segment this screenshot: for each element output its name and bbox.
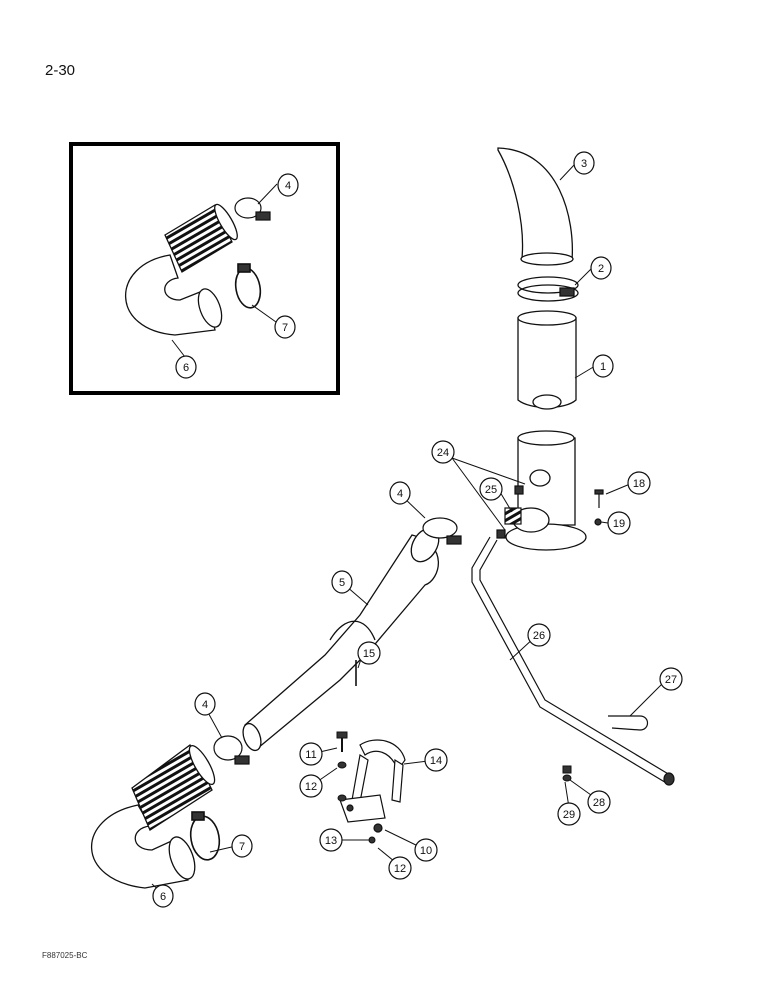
support-rod-26 [471, 536, 675, 786]
svg-text:6: 6 [183, 362, 189, 374]
callout-6-low: 6 [152, 884, 174, 908]
callout-26: 26 [527, 623, 551, 647]
screw-18-washer-19 [594, 489, 604, 526]
svg-text:5: 5 [339, 577, 345, 589]
figure-code: F887025-BC [42, 951, 88, 960]
clamp-2 [517, 276, 579, 302]
svg-text:14: 14 [430, 755, 442, 767]
clamp-4-mid [422, 517, 462, 545]
svg-text:4: 4 [202, 699, 208, 711]
callout-12-lower: 12 [388, 856, 412, 880]
svg-text:18: 18 [633, 478, 645, 490]
callout-10: 10 [414, 838, 438, 862]
inset-frame [69, 142, 340, 395]
callout-4-inset: 4 [277, 173, 299, 197]
svg-text:3: 3 [581, 158, 587, 170]
callout-12-upper: 12 [299, 774, 323, 798]
callout-14: 14 [424, 748, 448, 772]
callout-13: 13 [319, 828, 343, 852]
callout-6-inset: 6 [175, 355, 197, 379]
svg-text:10: 10 [420, 845, 432, 857]
nuts-28-29 [562, 765, 572, 782]
inset-clamp-4 [234, 197, 271, 221]
bracket-plate-10 [339, 794, 386, 833]
callout-18: 18 [627, 471, 651, 495]
svg-text:12: 12 [394, 863, 406, 875]
svg-text:24: 24 [437, 447, 449, 459]
page-number: 2-30 [45, 62, 76, 79]
svg-text:12: 12 [305, 781, 317, 793]
svg-text:4: 4 [285, 180, 291, 192]
callout-2: 2 [590, 256, 612, 280]
muffler-elbow [505, 430, 587, 551]
callout-7-inset: 7 [274, 315, 296, 339]
callout-4-mid: 4 [389, 481, 411, 505]
callout-15: 15 [357, 641, 381, 665]
svg-text:1: 1 [600, 361, 606, 373]
callout-29: 29 [557, 802, 581, 826]
callout-19: 19 [607, 511, 631, 535]
svg-text:25: 25 [485, 484, 497, 496]
svg-text:26: 26 [533, 630, 545, 642]
callout-28: 28 [587, 790, 611, 814]
inset-clamp-7 [234, 263, 262, 309]
inset-u-pipe [124, 203, 238, 336]
mounting-bracket-14 [351, 739, 406, 803]
leader-lines [151, 163, 664, 894]
exhaust-pipe-1 [517, 310, 577, 410]
callout-1: 1 [592, 354, 614, 378]
svg-text:27: 27 [665, 674, 677, 686]
bolts-24-25 [496, 485, 524, 539]
lower-u-pipe-6 [91, 744, 216, 889]
callout-7-low: 7 [231, 834, 253, 858]
svg-text:7: 7 [282, 322, 288, 334]
callout-4-low: 4 [194, 692, 216, 716]
callout-5: 5 [331, 570, 353, 594]
svg-text:15: 15 [363, 648, 375, 660]
svg-text:28: 28 [593, 797, 605, 809]
svg-text:13: 13 [325, 835, 337, 847]
svg-text:6: 6 [160, 891, 166, 903]
clamp-7-low [189, 811, 221, 861]
exhaust-pipe-5 [242, 527, 440, 752]
svg-text:2: 2 [598, 263, 604, 275]
svg-text:29: 29 [563, 809, 575, 821]
callout-11: 11 [299, 742, 323, 766]
u-bolt-27 [608, 715, 649, 731]
svg-text:4: 4 [397, 488, 403, 500]
svg-text:19: 19 [613, 518, 625, 530]
svg-text:7: 7 [239, 841, 245, 853]
callout-25: 25 [479, 477, 503, 501]
callout-24: 24 [431, 440, 455, 464]
clamp-4-low [213, 735, 250, 765]
callout-27: 27 [659, 667, 683, 691]
rain-cap-3 [497, 147, 574, 266]
callout-3: 3 [573, 151, 595, 175]
svg-text:11: 11 [305, 749, 316, 761]
